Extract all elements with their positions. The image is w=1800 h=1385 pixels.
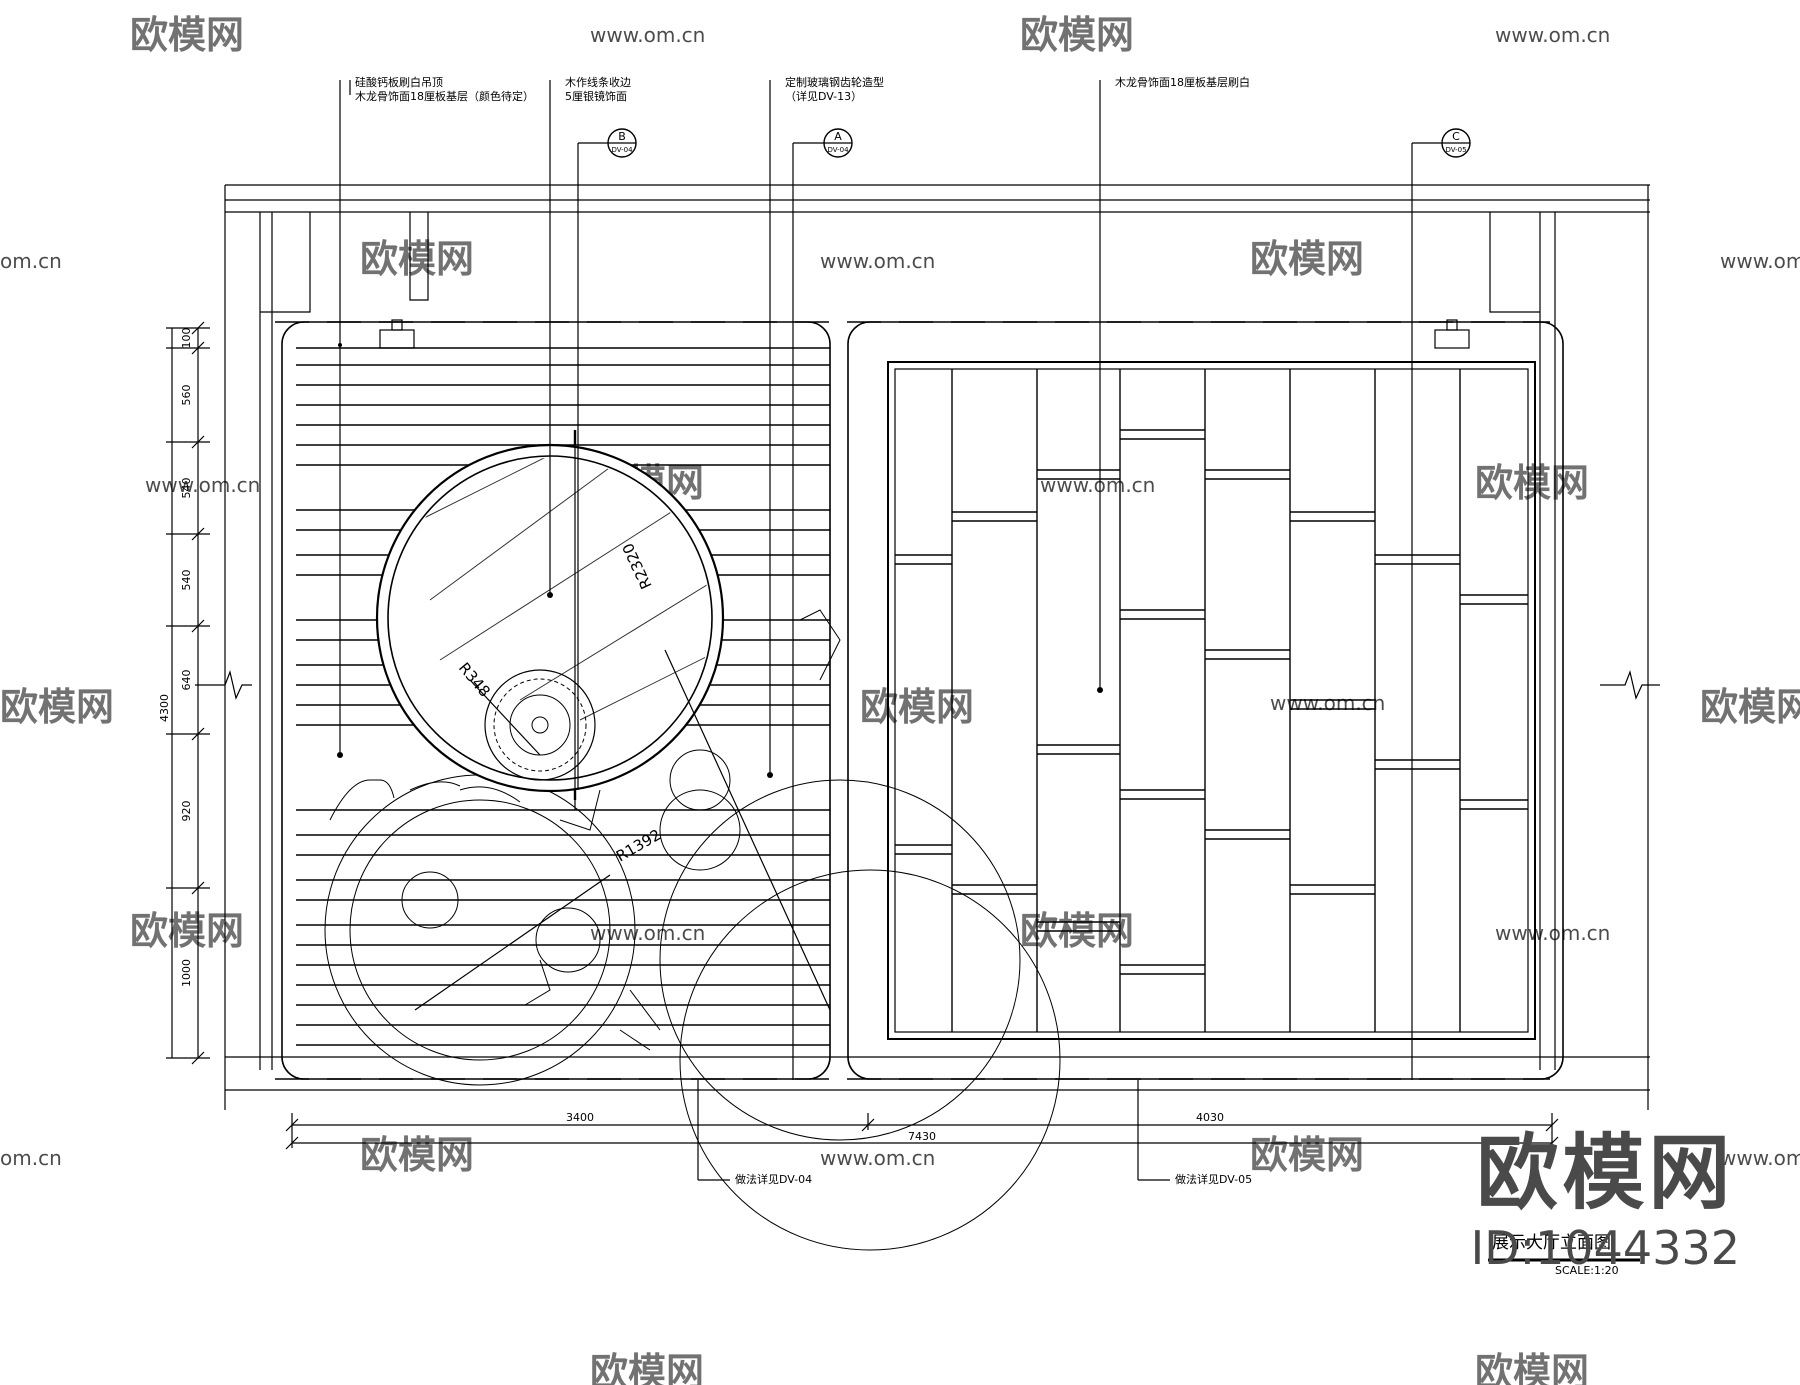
watermark-text: 欧模网 xyxy=(1250,1133,1364,1177)
ceiling-outline xyxy=(195,184,1660,1110)
callout-bottom-right: 做法详见DV-05 xyxy=(1175,1172,1252,1186)
watermark-text: 欧模网 xyxy=(360,1133,474,1177)
title-block: 展示大厅立面图 SCALE:1:20 xyxy=(1488,1233,1640,1277)
vertical-dimension-label: 540 xyxy=(180,478,193,499)
watermark-url: www.om.cn xyxy=(1270,691,1385,715)
vertical-dimension-label: 540 xyxy=(180,570,193,591)
callout-2-line1: 木作线条收边 xyxy=(565,75,631,89)
callout-1-line2: 木龙骨饰面18厘板基层（颜色待定） xyxy=(355,89,534,103)
watermark-url: www.om.cn xyxy=(1040,473,1155,497)
vertical-dimension-chain xyxy=(166,321,210,1065)
brand-stamp: 欧模网 ID:1044332 xyxy=(1470,1126,1740,1276)
callout-2-line2: 5厘银镜饰面 xyxy=(565,89,627,103)
callout-3-line2: （详见DV-13） xyxy=(785,89,862,103)
brand-logo: 欧模网 xyxy=(1476,1126,1735,1221)
watermark-text: 欧模网 xyxy=(590,1350,704,1385)
leader-dots xyxy=(337,343,1103,778)
vertical-dimension-labels: 100 560 540 540 640 920 1000 xyxy=(180,328,193,988)
marker-b-letter: B xyxy=(618,130,626,143)
watermark-url: www.om.cn xyxy=(1495,23,1610,47)
watermark-text: 欧模网 xyxy=(0,685,114,729)
callout-1-line1: 硅酸钙板刷白吊顶 xyxy=(355,75,443,89)
dim-left-label: 3400 xyxy=(566,1111,594,1124)
vertical-total-label: 4300 xyxy=(158,694,171,722)
callout-3-line1: 定制玻璃钢齿轮造型 xyxy=(785,75,884,89)
callout-bottom-left: 做法详见DV-04 xyxy=(735,1172,812,1186)
vertical-dimension-label: 560 xyxy=(180,385,193,406)
watermark-url: www.om.cn xyxy=(1720,249,1800,273)
marker-a-ref: DV-04 xyxy=(827,146,849,154)
watermark-url: om.cn xyxy=(0,1146,62,1170)
watermark-url: www.om.cn xyxy=(590,23,705,47)
section-marker-c: C DV-05 xyxy=(1412,128,1471,158)
watermark-url: om.cn xyxy=(0,249,62,273)
watermark-text: 欧模网 xyxy=(1475,1350,1589,1385)
watermark-text: 欧模网 xyxy=(1250,237,1364,281)
vertical-dimension-label: 920 xyxy=(180,801,193,822)
watermark-text: 欧模网 xyxy=(360,237,474,281)
marker-c-letter: C xyxy=(1452,130,1460,143)
watermark-text: 欧模网 xyxy=(1700,685,1800,729)
brand-id: ID:1044332 xyxy=(1470,1221,1740,1275)
left-wall-panel xyxy=(281,321,831,1080)
light-fixtures xyxy=(379,319,1470,349)
right-lattice-panel xyxy=(847,321,1564,1080)
watermark-url: www.om.cn xyxy=(1495,921,1610,945)
watermark-text: 欧模网 xyxy=(1020,13,1134,57)
watermark-text: 欧模网 xyxy=(130,909,244,953)
marker-a-letter: A xyxy=(834,130,842,143)
watermark-text: 欧模网 xyxy=(860,685,974,729)
marker-c-ref: DV-05 xyxy=(1445,146,1466,154)
watermark-text: 欧模网 xyxy=(1475,461,1589,505)
watermark-url: www.om.cn xyxy=(820,249,935,273)
vertical-dimension-label: 1000 xyxy=(180,959,193,987)
callout-leaders xyxy=(339,80,1413,1181)
dim-right-label: 4030 xyxy=(1196,1111,1224,1124)
drawing-scale: SCALE:1:20 xyxy=(1555,1264,1619,1277)
callout-4-line1: 木龙骨饰面18厘板基层刷白 xyxy=(1115,75,1250,89)
vertical-dimension-label: 100 xyxy=(180,328,193,349)
watermark-url: www.om.cn xyxy=(1720,1146,1800,1170)
radius-leaders xyxy=(414,430,831,1011)
section-marker-b: B DV-04 xyxy=(578,128,637,158)
watermark-url: www.om.cn xyxy=(820,1146,935,1170)
dim-total-label: 7430 xyxy=(908,1130,936,1143)
vertical-dimension-label: 640 xyxy=(180,670,193,691)
callout-texts: 硅酸钙板刷白吊顶 木龙骨饰面18厘板基层（颜色待定） 木作线条收边 5厘银镜饰面… xyxy=(355,75,1252,1186)
drawing-title: 展示大厅立面图 xyxy=(1492,1233,1611,1253)
section-marker-a: A DV-04 xyxy=(793,128,853,158)
watermark-text: 欧模网 xyxy=(130,13,244,57)
marker-b-ref: DV-04 xyxy=(611,146,633,154)
horizontal-dimension-chain xyxy=(285,1113,1559,1150)
watermark-url: www.om.cn xyxy=(145,473,260,497)
radius-mid-label: R1392 xyxy=(613,826,664,866)
